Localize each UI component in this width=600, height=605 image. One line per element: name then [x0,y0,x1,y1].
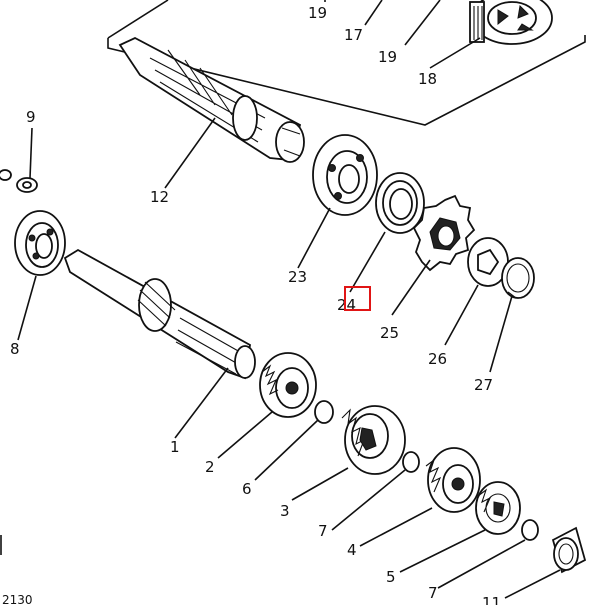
circlip-6 [314,400,334,424]
label-2: 2 [205,458,215,476]
lock-washer-26 [467,237,509,287]
label-7-upper: 7 [318,522,328,540]
label-23: 23 [288,268,307,286]
label-19-top: 19 [308,4,327,22]
main-axle-1 [63,248,256,380]
circlip-7a [402,451,420,473]
subassembly-frame [107,0,169,39]
part-labels: 19 17 19 18 9 12 23 24 25 26 27 8 1 2 6 … [2,4,501,605]
subassembly-frame-bottom [107,35,586,126]
countershaft-12 [118,36,305,163]
circlip-27 [501,257,535,299]
gear-4 [425,447,481,513]
gear-3 [341,405,406,475]
sprocket-25 [412,194,476,272]
label-1: 1 [170,438,180,456]
label-7-lower: 7 [428,584,438,602]
label-4: 4 [347,541,357,559]
label-25: 25 [380,324,399,342]
label-26: 26 [428,350,447,368]
label-3: 3 [280,502,290,520]
label-12: 12 [150,188,169,206]
bearing-23 [312,134,378,216]
label-11: 11 [482,594,501,605]
label-17: 17 [344,26,363,44]
label-9: 9 [26,108,36,126]
label-18: 18 [418,70,437,88]
needle-bearing-11 [551,526,587,574]
label-5: 5 [386,568,396,586]
washer-9 [0,169,38,193]
leader-lines [17,0,561,599]
oil-seal-24 [375,172,425,234]
label-19: 19 [378,48,397,66]
label-27: 27 [474,376,493,394]
gear-5 [475,481,521,535]
label-24: 24 [337,296,356,314]
highlight-box [344,286,371,311]
circlip-7b [521,519,539,541]
label-8: 8 [10,340,20,358]
corner-code: 2130 [2,593,33,605]
bearing-8 [14,210,66,276]
gear-2 [259,352,317,418]
label-6: 6 [242,480,252,498]
gear-cluster-18 [469,0,553,45]
